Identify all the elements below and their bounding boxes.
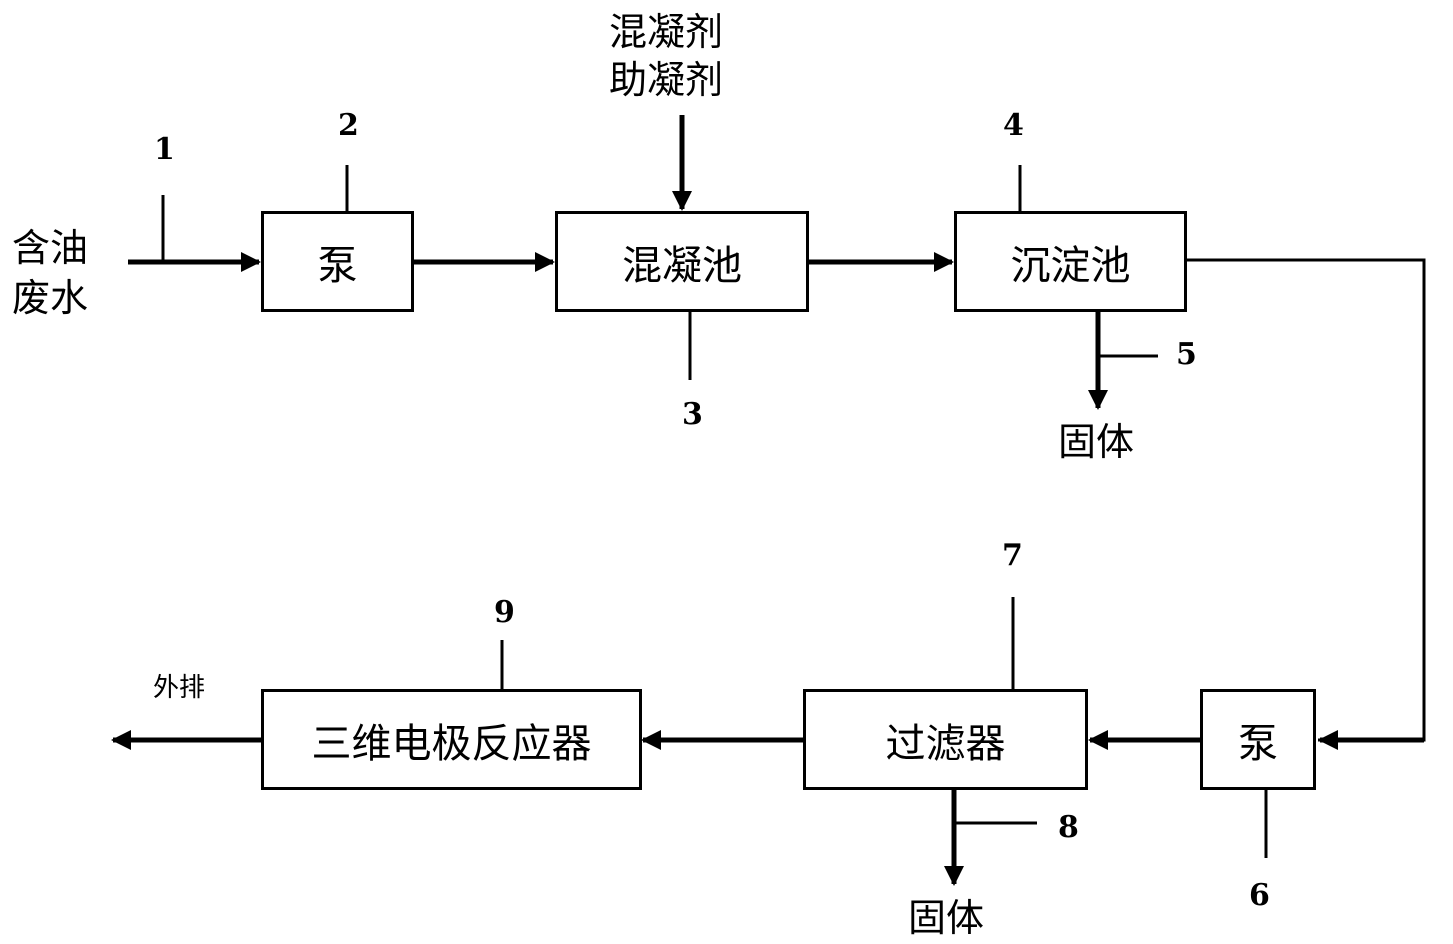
discharge-label: 外排	[153, 673, 206, 703]
inflow-label-line2: 废水	[12, 276, 89, 320]
settling-tank-label: 沉淀池	[1010, 242, 1131, 289]
number-8: 8	[1058, 810, 1079, 845]
number-7: 7	[1002, 538, 1023, 573]
number-9: 9	[494, 595, 515, 630]
coagulation-tank-box: 混凝池	[555, 211, 809, 312]
reactor-box: 三维电极反应器	[261, 689, 642, 790]
number-6: 6	[1249, 878, 1270, 913]
pump-box-2: 泵	[1200, 689, 1316, 790]
number-5: 5	[1176, 337, 1197, 372]
number-4: 4	[1003, 108, 1024, 143]
flow-line-settle-to-pump2	[1185, 258, 1426, 742]
pump-label-2: 泵	[1238, 720, 1278, 767]
pump-box-1: 泵	[261, 211, 414, 312]
filter-box: 过滤器	[803, 689, 1088, 790]
number-3: 3	[682, 397, 703, 432]
coagulation-tank-label: 混凝池	[622, 242, 742, 289]
inflow-label-line1: 含油	[12, 226, 89, 270]
reactor-label: 三维电极反应器	[311, 720, 592, 767]
solid-label-1: 固体	[1058, 420, 1135, 464]
filter-label: 过滤器	[885, 720, 1006, 767]
pump-label-1: 泵	[317, 242, 358, 289]
solid-label-2: 固体	[908, 896, 985, 940]
number-2: 2	[338, 108, 359, 143]
coagulant-aid-label: 助凝剂	[609, 58, 724, 102]
coagulant-label: 混凝剂	[609, 10, 724, 54]
number-1: 1	[154, 132, 175, 167]
settling-tank-box: 沉淀池	[954, 211, 1187, 312]
